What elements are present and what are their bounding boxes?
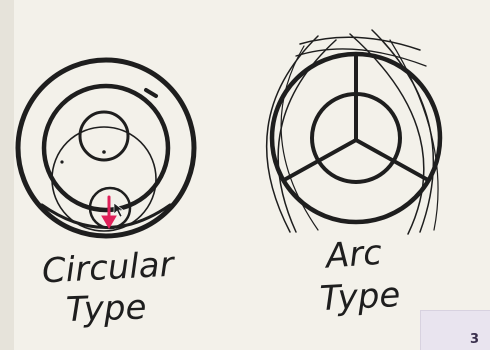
circular-center-dot	[102, 150, 106, 154]
paper-left-shadow	[0, 0, 14, 350]
circular-label-line2: Type	[65, 287, 147, 330]
circular-left-dot	[60, 160, 63, 163]
page-number: 3	[470, 332, 479, 347]
page-number-badge: 3	[420, 310, 490, 350]
arc-label-line2: Type	[319, 275, 401, 319]
circular-label-line1: Circular	[41, 245, 177, 292]
arc-label-line1: Arc	[323, 233, 384, 277]
